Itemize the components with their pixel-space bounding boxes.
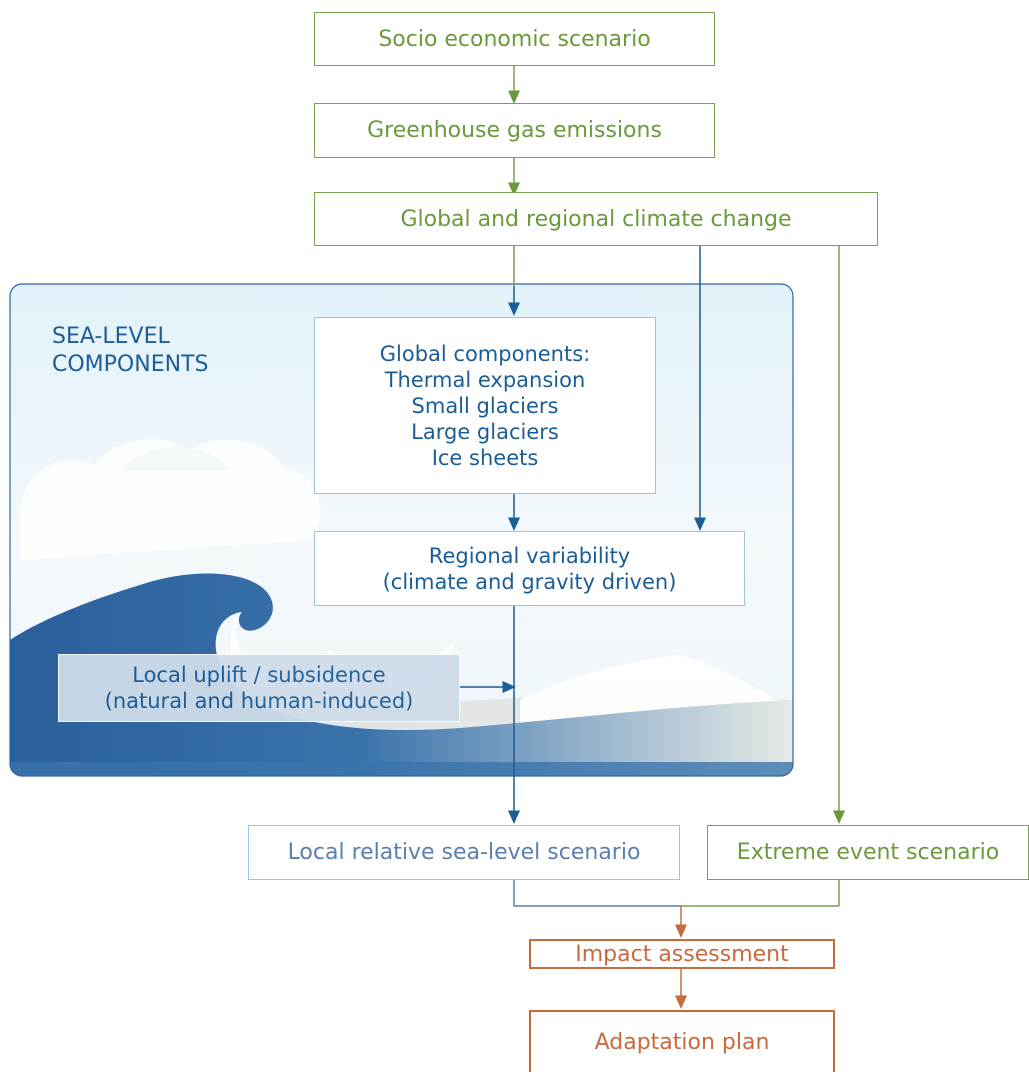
sea-level-components-title: SEA-LEVEL COMPONENTS [52, 323, 208, 379]
blue-connectors [460, 246, 706, 824]
sea-level-title-line-2: COMPONENTS [52, 352, 209, 377]
local-uplift-label: Local uplift / subsidence [132, 663, 386, 687]
sea-level-title-line-1: SEA-LEVEL [52, 324, 170, 349]
local-uplift-box: Local uplift / subsidence (natural and h… [58, 654, 460, 722]
global-regional-climate-change-box: Global and regional climate change [314, 192, 878, 246]
global-components-heading: Global components: [379, 341, 591, 366]
global-regional-climate-change-label: Global and regional climate change [400, 206, 792, 232]
greenhouse-gas-emissions-label: Greenhouse gas emissions [367, 118, 662, 143]
local-relative-sea-level-label: Local relative sea-level scenario [287, 840, 641, 865]
impact-assessment-box: Impact assessment [529, 939, 835, 969]
adaptation-plan-box: Adaptation plan [529, 1010, 835, 1072]
adaptation-plan-label: Adaptation plan [594, 1029, 770, 1055]
regional-variability-label: Regional variability [428, 543, 631, 568]
local-relative-sea-level-box: Local relative sea-level scenario [248, 825, 680, 880]
extreme-event-scenario-label: Extreme event scenario [736, 840, 1000, 865]
socio-economic-scenario-label: Socio economic scenario [378, 26, 651, 52]
small-glaciers-label: Small glaciers [411, 393, 559, 418]
impact-assessment-label: Impact assessment [575, 941, 789, 967]
large-glaciers-label: Large glaciers [411, 419, 559, 444]
regional-variability-sublabel: (climate and gravity driven) [382, 569, 677, 594]
thermal-expansion-label: Thermal expansion [384, 367, 586, 392]
green-connectors [508, 66, 845, 906]
greenhouse-gas-emissions-box: Greenhouse gas emissions [314, 103, 715, 158]
socio-economic-scenario-box: Socio economic scenario [314, 12, 715, 66]
global-components-box: Global components: Thermal expansion Sma… [314, 317, 656, 494]
extreme-event-scenario-box: Extreme event scenario [707, 825, 1029, 880]
join-connector [513, 880, 839, 1009]
local-uplift-sublabel: (natural and human-induced) [104, 689, 414, 713]
ice-sheets-label: Ice sheets [431, 445, 539, 470]
regional-variability-box: Regional variability (climate and gravit… [314, 531, 745, 606]
